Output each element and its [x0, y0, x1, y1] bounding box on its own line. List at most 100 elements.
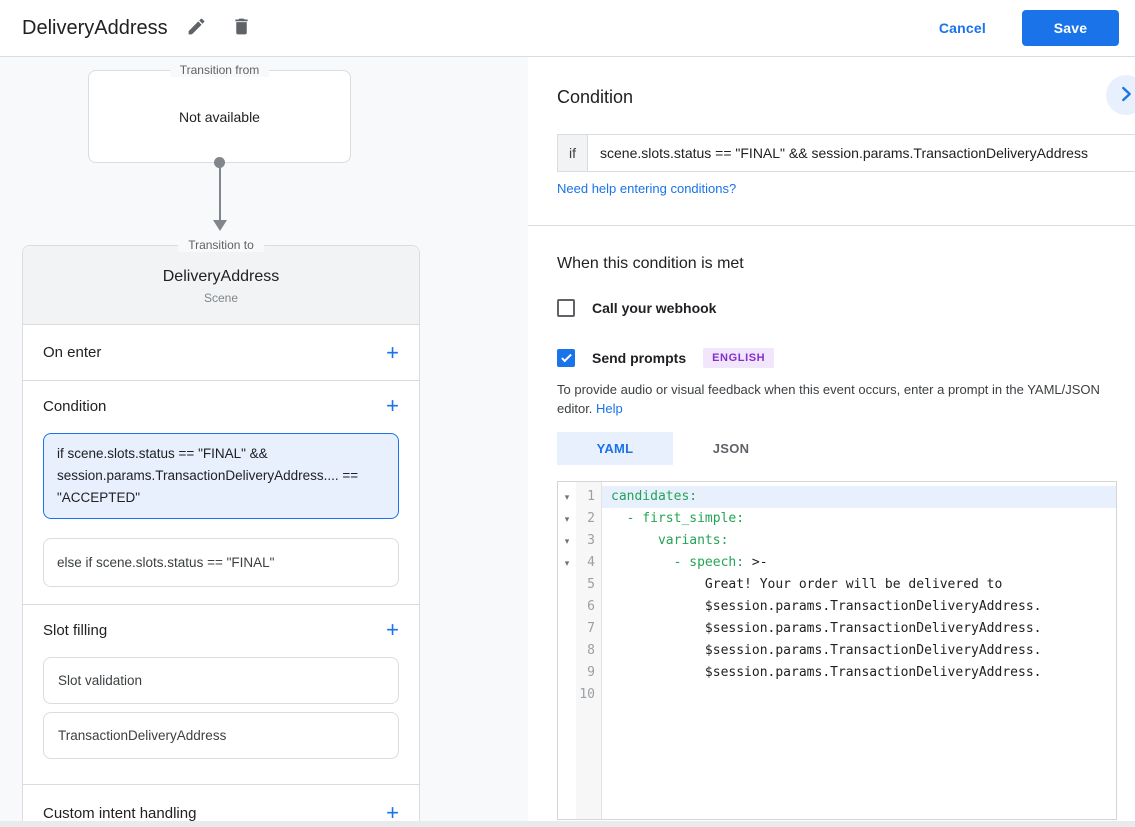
code-text[interactable]: $session.params.TransactionDeliveryAddre…: [611, 621, 1042, 636]
code-text[interactable]: variants:: [611, 533, 729, 548]
condition-item[interactable]: else if scene.slots.status == "FINAL": [43, 538, 399, 587]
send-prompts-row: Send prompts ENGLISH: [557, 348, 775, 368]
fold-arrow-icon[interactable]: [558, 684, 576, 706]
webhook-row: Call your webhook: [557, 299, 716, 317]
code-line: ▾ 3 variants:: [558, 530, 1116, 552]
slot-filling-label: Slot filling: [43, 621, 108, 639]
yaml-code-editor[interactable]: ▾ 1 candidates: ▾ 2 - first_simple: ▾ 3 vari…: [557, 481, 1117, 820]
fold-arrow-icon[interactable]: [558, 618, 576, 640]
transition-to-legend: Transition to: [178, 238, 264, 252]
tab-yaml[interactable]: YAML: [557, 432, 673, 465]
tab-json[interactable]: JSON: [712, 441, 750, 456]
slot-validation-item[interactable]: Slot validation: [43, 657, 399, 704]
editor-tabs: YAML JSON: [557, 432, 789, 465]
add-on-enter-button[interactable]: +: [386, 339, 399, 365]
fold-arrow-icon[interactable]: [558, 640, 576, 662]
collapse-panel-button[interactable]: [1106, 75, 1135, 115]
fold-arrow-icon[interactable]: [558, 596, 576, 618]
scene-card: Transition to DeliveryAddress Scene On e…: [22, 238, 420, 827]
transition-from-value: Not available: [179, 109, 260, 125]
if-prefix-label: if: [558, 135, 588, 171]
check-icon: [561, 351, 572, 363]
code-line: 6 $session.params.TransactionDeliveryAdd…: [558, 596, 1116, 618]
code-line: ▾ 2 - first_simple:: [558, 508, 1116, 530]
code-line: 8 $session.params.TransactionDeliveryAdd…: [558, 640, 1116, 662]
code-text[interactable]: $session.params.TransactionDeliveryAddre…: [611, 643, 1042, 658]
page-title: DeliveryAddress: [22, 16, 168, 39]
connector-line: [218, 165, 221, 220]
transition-from-legend: Transition from: [169, 63, 270, 77]
horizontal-scrollbar[interactable]: [0, 821, 1135, 827]
call-webhook-label: Call your webhook: [592, 300, 717, 316]
header: DeliveryAddress Cancel Save: [0, 0, 1135, 57]
code-text[interactable]: Great! Your order will be delivered to: [611, 577, 1003, 592]
line-number: 7: [587, 621, 595, 636]
transition-to-header: Transition to DeliveryAddress Scene: [23, 238, 419, 325]
divider: [528, 225, 1135, 226]
line-number: 1: [587, 489, 595, 504]
call-webhook-checkbox[interactable]: [557, 299, 575, 317]
line-number: 10: [579, 687, 595, 702]
condition-detail-panel: Condition if Need help entering conditio…: [528, 57, 1135, 827]
line-number: 6: [587, 599, 595, 614]
trash-icon: [231, 16, 252, 40]
section-slot-filling: Slot filling + Slot validation Transacti…: [23, 605, 419, 785]
transition-from-box[interactable]: Transition from Not available: [88, 63, 351, 163]
code-text[interactable]: $session.params.TransactionDeliveryAddre…: [611, 665, 1042, 680]
condition-help-link[interactable]: Need help entering conditions?: [557, 181, 737, 196]
code-line: 10: [558, 684, 1116, 706]
condition-panel-title: Condition: [557, 87, 634, 107]
fold-arrow-icon[interactable]: ▾: [564, 536, 570, 546]
fold-arrow-icon[interactable]: ▾: [564, 558, 570, 568]
save-button[interactable]: Save: [1022, 10, 1119, 46]
code-text[interactable]: - speech: >-: [611, 555, 768, 570]
help-link[interactable]: Help: [596, 401, 623, 416]
send-prompts-label: Send prompts: [592, 350, 687, 366]
fold-arrow-icon[interactable]: [558, 574, 576, 596]
line-number: 2: [587, 511, 595, 526]
line-number: 4: [587, 555, 595, 570]
condition-item-selected[interactable]: if scene.slots.status == "FINAL" && sess…: [43, 433, 399, 519]
section-condition: Condition + if scene.slots.status == "FI…: [23, 381, 419, 605]
add-custom-intent-button[interactable]: +: [386, 800, 399, 825]
code-line: ▾ 1 candidates:: [558, 486, 1116, 508]
send-prompts-checkbox[interactable]: [557, 349, 575, 367]
code-text[interactable]: $session.params.TransactionDeliveryAddre…: [611, 599, 1042, 614]
slot-item[interactable]: TransactionDeliveryAddress: [43, 712, 399, 759]
code-text[interactable]: - first_simple:: [611, 511, 745, 526]
pencil-icon: [186, 16, 207, 40]
condition-label: Condition: [43, 397, 107, 415]
code-line: ▾ 4 - speech: >-: [558, 552, 1116, 574]
code-line: 5 Great! Your order will be delivered to: [558, 574, 1116, 596]
condition-expression-row: if: [557, 134, 1135, 172]
code-line: 7 $session.params.TransactionDeliveryAdd…: [558, 618, 1116, 640]
when-met-title: When this condition is met: [557, 255, 744, 272]
scene-subtitle: Scene: [203, 291, 239, 305]
delete-scene-button[interactable]: [225, 10, 258, 46]
prompts-description: To provide audio or visual feedback when…: [557, 382, 1100, 416]
line-number: 3: [587, 533, 595, 548]
code-text[interactable]: candidates:: [602, 486, 1116, 508]
language-badge: ENGLISH: [703, 348, 775, 368]
line-number: 8: [587, 643, 595, 658]
chevron-right-icon: [1115, 83, 1135, 108]
line-number: 9: [587, 665, 595, 680]
fold-arrow-icon[interactable]: ▾: [564, 492, 570, 502]
cancel-button[interactable]: Cancel: [938, 20, 986, 36]
add-condition-button[interactable]: +: [386, 393, 399, 418]
code-line: 9 $session.params.TransactionDeliveryAdd…: [558, 662, 1116, 684]
connector-arrowhead-icon: [212, 220, 227, 231]
fold-arrow-icon[interactable]: ▾: [564, 514, 570, 524]
scene-flow-panel: Transition from Not available Transition…: [0, 57, 528, 827]
code-text[interactable]: [602, 684, 1116, 706]
custom-intent-label: Custom intent handling: [43, 804, 197, 822]
connector-dot: [214, 157, 225, 168]
add-slot-button[interactable]: +: [386, 617, 399, 642]
scene-name: DeliveryAddress: [162, 268, 280, 285]
section-custom-intent: Custom intent handling +: [23, 785, 419, 827]
condition-expression-input[interactable]: [588, 135, 1135, 171]
edit-scene-button[interactable]: [180, 10, 213, 46]
editor-gutter: [576, 482, 602, 819]
fold-arrow-icon[interactable]: [558, 662, 576, 684]
